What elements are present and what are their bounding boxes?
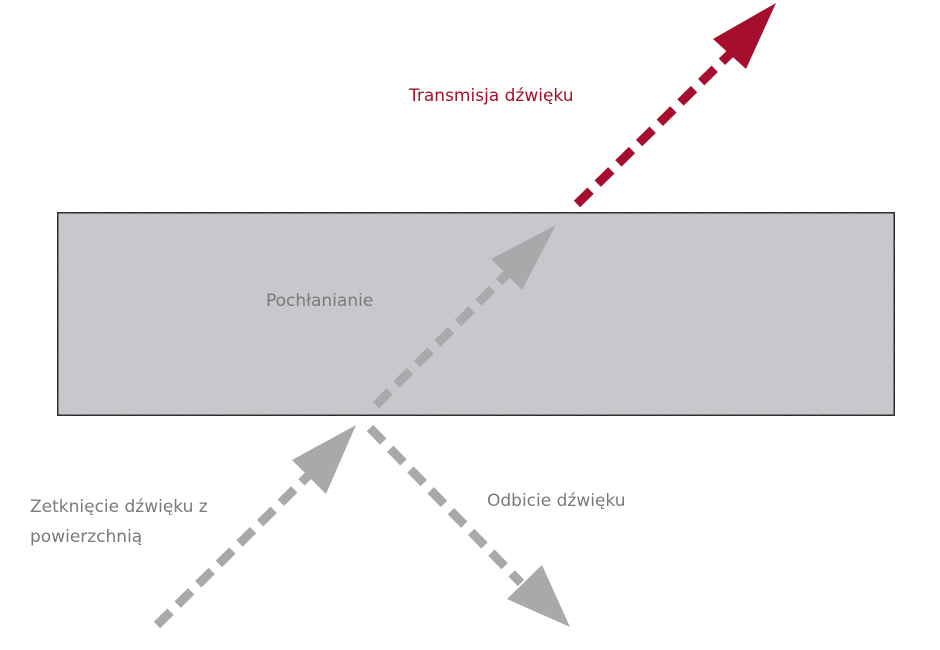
reflection-arrow [366, 424, 570, 627]
transmission-label: Transmisja dźwięku [409, 86, 574, 106]
transmission-arrow [573, 3, 776, 208]
absorption-arrow [372, 225, 556, 409]
incident-label-line-1: Zetknięcie dźwięku z [30, 497, 208, 517]
incident-arrow [153, 425, 356, 629]
absorption-label: Pochłanianie [266, 291, 374, 311]
reflection-label: Odbicie dźwięku [487, 491, 626, 511]
surface-block [55, 210, 897, 418]
incident-label-line-2: powierzchnią [30, 527, 143, 547]
incident-label: Zetknięcie dźwięku z powierzchnią [30, 492, 208, 552]
